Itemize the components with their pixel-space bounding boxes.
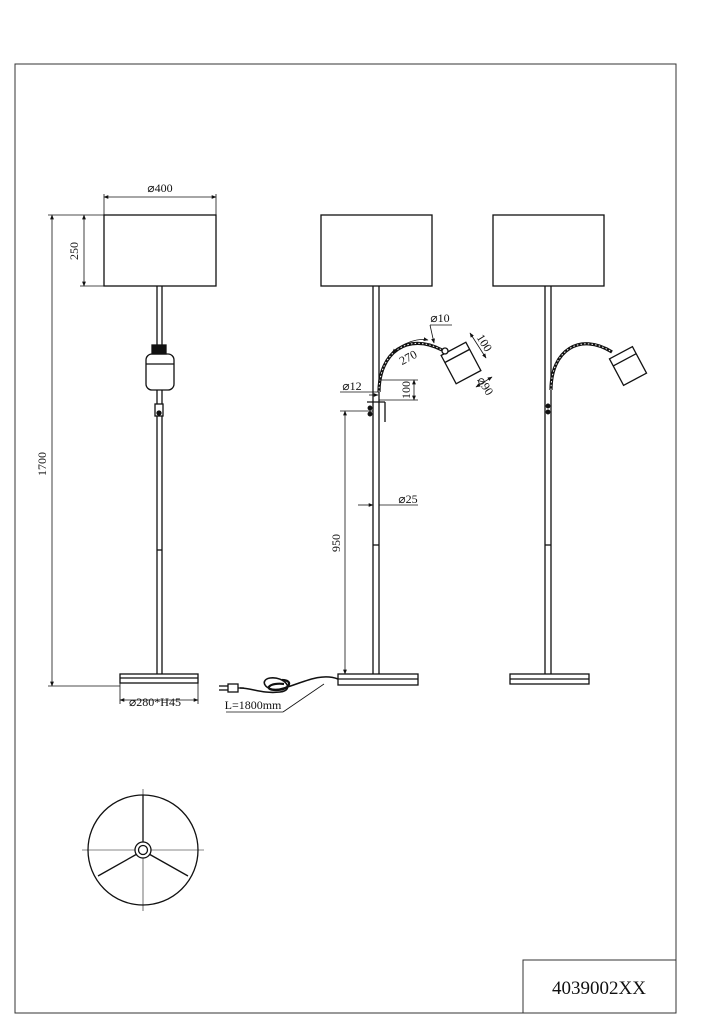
total-height-label: 1700 [35, 452, 49, 476]
title-block: 4039002XX [522, 959, 677, 1014]
switch-offset-label: 100 [399, 381, 413, 399]
reading-spot [145, 353, 175, 391]
lamp-plain-view [492, 214, 648, 685]
product-code: 4039002XX [552, 978, 646, 999]
gooseneck-arm [549, 342, 613, 391]
spot-length-label: 100 [474, 332, 495, 355]
sheet-border [14, 63, 677, 1014]
spot-diameter-label: ⌀90 [474, 374, 496, 398]
switch-height-label: 950 [329, 534, 343, 552]
power-cable [239, 676, 339, 694]
dimension-lines-front [48, 194, 217, 704]
cable-length-label: L=1800mm [225, 698, 282, 712]
shade-height-label: 250 [67, 242, 81, 260]
lamp-front-view [103, 214, 217, 684]
arm-tube-diameter-label: ⌀10 [430, 311, 449, 325]
lamp-side-view [219, 214, 482, 694]
reading-spot [608, 345, 648, 387]
dimension-lines-side [226, 324, 493, 713]
arm-length-label: 270 [397, 347, 419, 368]
pole-diameter-label: ⌀25 [398, 492, 417, 506]
shade-diameter-label: ⌀400 [147, 181, 172, 195]
switch-diameter-label: ⌀12 [342, 379, 361, 393]
lamp-shade [320, 214, 433, 287]
lamp-shade [492, 214, 605, 287]
base-bottom-view [82, 789, 204, 911]
lamp-shade [103, 214, 217, 287]
power-plug [227, 683, 239, 693]
base-dimension-label: ⌀280*H45 [129, 695, 181, 709]
